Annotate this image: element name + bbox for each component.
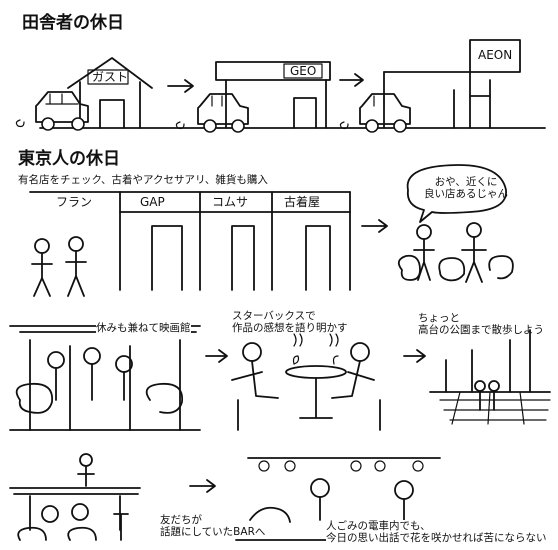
tokyo-subtitle: 有名店をチェック、古着やアクセサアリ、雑貨も購入 xyxy=(18,174,268,186)
car-icon xyxy=(175,93,249,133)
aeon-sign: AEON xyxy=(478,48,513,62)
car-icon xyxy=(339,93,411,133)
caption-starbucks: スターバックスで 作品の感想を語り明かす xyxy=(232,310,348,335)
park-panel xyxy=(429,329,551,425)
bar-panel xyxy=(9,453,141,541)
stick-figures xyxy=(31,236,87,297)
caption-park: ちょっと 高台の公園まで散歩しよう xyxy=(418,312,544,337)
arrow-icon xyxy=(339,73,364,87)
arrow-icon xyxy=(167,79,194,93)
arrow-icon xyxy=(403,349,426,363)
cinema-panel xyxy=(9,325,201,431)
shop-sign-0: フラン xyxy=(56,195,93,209)
geo-sign: GEO xyxy=(290,64,317,78)
arrow-icon xyxy=(361,219,388,233)
arrow-icon xyxy=(189,479,216,493)
shop-row xyxy=(29,191,351,291)
rural-title: 田舎者の休日 xyxy=(22,13,124,33)
tokyo-title: 東京人の休日 xyxy=(18,149,120,169)
shop-sign-1: GAP xyxy=(140,195,165,209)
arrow-icon xyxy=(205,349,228,363)
shoppers-with-bags xyxy=(397,222,514,283)
rental-store-building xyxy=(215,61,331,129)
shop-sign-2: コムサ xyxy=(212,195,249,209)
caption-movie: 休みも兼ねて映画館 xyxy=(96,322,191,335)
restaurant-building xyxy=(67,57,153,129)
mall-building xyxy=(383,39,521,129)
cafe-panel xyxy=(231,333,381,431)
restaurant-sign: ガスト xyxy=(92,70,129,84)
speech-bubble xyxy=(406,164,507,223)
caption-bar: 友だちが 話題にしていたBARへ xyxy=(160,514,266,539)
speech-bubble-text: おや、近くに 良い店あるじゃん xyxy=(424,176,508,201)
caption-train: 人ごみの電車内でも、 今日の思い出話で花を咲かせれば苦にならない xyxy=(326,520,547,545)
car-icon xyxy=(15,91,89,131)
shop-sign-3: 古着屋 xyxy=(284,195,321,209)
